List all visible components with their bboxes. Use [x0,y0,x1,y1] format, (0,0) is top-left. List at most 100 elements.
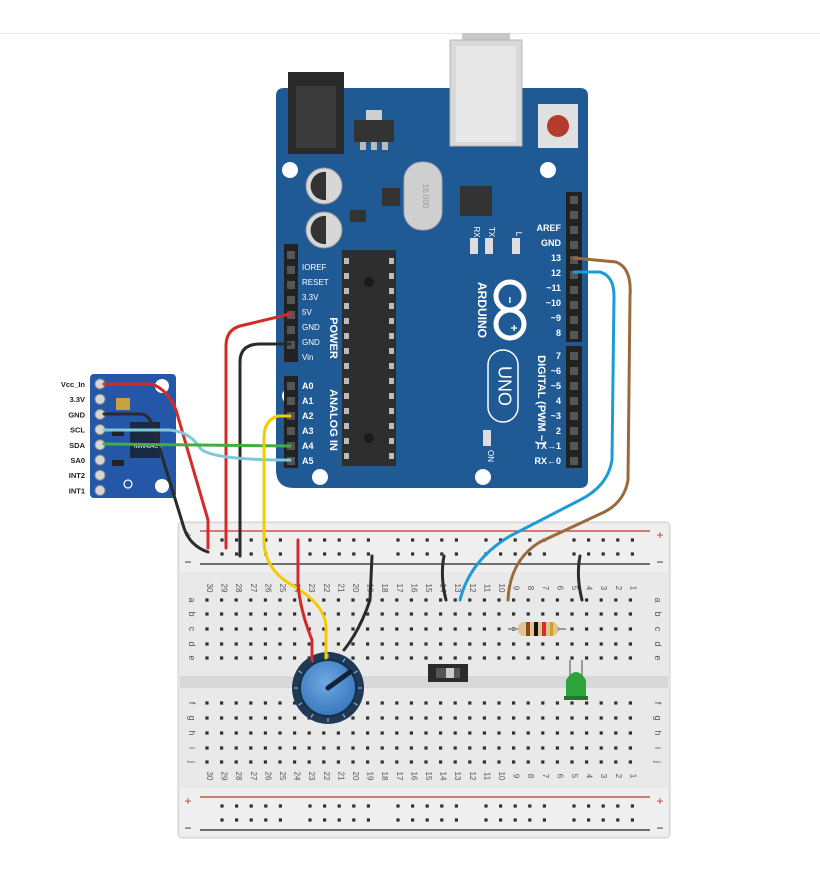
rail-hole[interactable] [411,818,415,822]
rail-hole[interactable] [572,538,576,542]
breadboard-hole[interactable] [512,612,516,616]
breadboard-hole[interactable] [570,627,574,631]
rail-hole[interactable] [425,552,429,556]
breadboard-hole[interactable] [512,642,516,646]
rail-hole[interactable] [587,818,591,822]
rail-hole[interactable] [542,804,546,808]
breadboard-hole[interactable] [585,656,589,660]
breadboard-hole[interactable] [526,746,530,750]
breadboard-hole[interactable] [278,760,282,764]
rail-hole[interactable] [337,818,341,822]
breadboard-hole[interactable] [409,731,413,735]
rail-hole[interactable] [264,804,268,808]
rail-hole[interactable] [352,538,356,542]
breadboard-hole[interactable] [351,642,355,646]
rail-hole[interactable] [601,552,605,556]
breadboard-hole[interactable] [395,627,399,631]
breadboard-hole[interactable] [424,731,428,735]
breadboard-hole[interactable] [409,716,413,720]
breadboard-hole[interactable] [453,701,457,705]
breadboard-hole[interactable] [278,701,282,705]
breadboard-hole[interactable] [628,701,632,705]
breadboard-hole[interactable] [205,642,209,646]
breadboard-hole[interactable] [453,656,457,660]
breadboard-hole[interactable] [468,701,472,705]
rail-hole[interactable] [337,552,341,556]
rail-hole[interactable] [235,818,239,822]
rail-hole[interactable] [235,552,239,556]
rail-hole[interactable] [396,804,400,808]
rail-hole[interactable] [454,804,458,808]
breadboard-hole[interactable] [278,627,282,631]
breadboard-hole[interactable] [439,716,443,720]
breadboard-hole[interactable] [351,716,355,720]
rail-hole[interactable] [220,804,224,808]
header-pin[interactable] [570,397,578,405]
breadboard-hole[interactable] [234,598,238,602]
breadboard-hole[interactable] [336,642,340,646]
rail-hole[interactable] [396,818,400,822]
header-pin[interactable] [570,316,578,324]
breadboard-hole[interactable] [293,716,297,720]
arduino-uno-board[interactable]: 16.000 RX TX L − + ARDUINO UNO ON [276,33,588,488]
breadboard-hole[interactable] [395,701,399,705]
breadboard-hole[interactable] [599,731,603,735]
header-pin[interactable] [287,382,295,390]
breadboard-hole[interactable] [424,598,428,602]
breadboard-hole[interactable] [249,612,253,616]
breadboard-hole[interactable] [585,731,589,735]
breadboard-hole[interactable] [380,701,384,705]
breadboard-hole[interactable] [599,716,603,720]
header-pin[interactable] [570,271,578,279]
breadboard-hole[interactable] [599,627,603,631]
header-pin[interactable] [287,397,295,405]
breadboard-hole[interactable] [351,627,355,631]
breadboard-hole[interactable] [424,656,428,660]
breadboard-hole[interactable] [366,642,370,646]
breadboard-hole[interactable] [263,746,267,750]
rail-hole[interactable] [630,538,634,542]
breadboard-hole[interactable] [263,701,267,705]
breadboard-hole[interactable] [512,716,516,720]
header-pin[interactable] [287,326,295,334]
rail-hole[interactable] [264,538,268,542]
breadboard-hole[interactable] [263,598,267,602]
slide-switch[interactable] [428,664,468,682]
breadboard-hole[interactable] [278,598,282,602]
breadboard-hole[interactable] [293,627,297,631]
breadboard-hole[interactable] [249,642,253,646]
breadboard-hole[interactable] [263,716,267,720]
breadboard-hole[interactable] [541,612,545,616]
breadboard-hole[interactable] [628,612,632,616]
rail-hole[interactable] [616,818,620,822]
breadboard-hole[interactable] [497,627,501,631]
breadboard-hole[interactable] [234,701,238,705]
breadboard-hole[interactable] [234,746,238,750]
breadboard-hole[interactable] [205,612,209,616]
breadboard-hole[interactable] [220,642,224,646]
breadboard-hole[interactable] [293,598,297,602]
header-pin[interactable] [570,382,578,390]
breadboard-hole[interactable] [570,656,574,660]
breadboard-hole[interactable] [263,612,267,616]
breadboard-hole[interactable] [512,656,516,660]
breadboard-hole[interactable] [205,701,209,705]
breadboard-hole[interactable] [570,760,574,764]
breadboard-hole[interactable] [322,627,326,631]
breadboard-hole[interactable] [541,746,545,750]
rail-hole[interactable] [513,552,517,556]
rail-hole[interactable] [630,818,634,822]
breadboard-hole[interactable] [468,656,472,660]
rail-hole[interactable] [352,552,356,556]
breadboard-hole[interactable] [293,656,297,660]
rail-hole[interactable] [572,818,576,822]
rail-hole[interactable] [528,818,532,822]
breadboard-hole[interactable] [366,656,370,660]
breadboard-hole[interactable] [263,627,267,631]
breadboard-hole[interactable] [468,598,472,602]
breadboard-hole[interactable] [526,656,530,660]
breadboard-hole[interactable] [497,716,501,720]
breadboard-hole[interactable] [395,598,399,602]
